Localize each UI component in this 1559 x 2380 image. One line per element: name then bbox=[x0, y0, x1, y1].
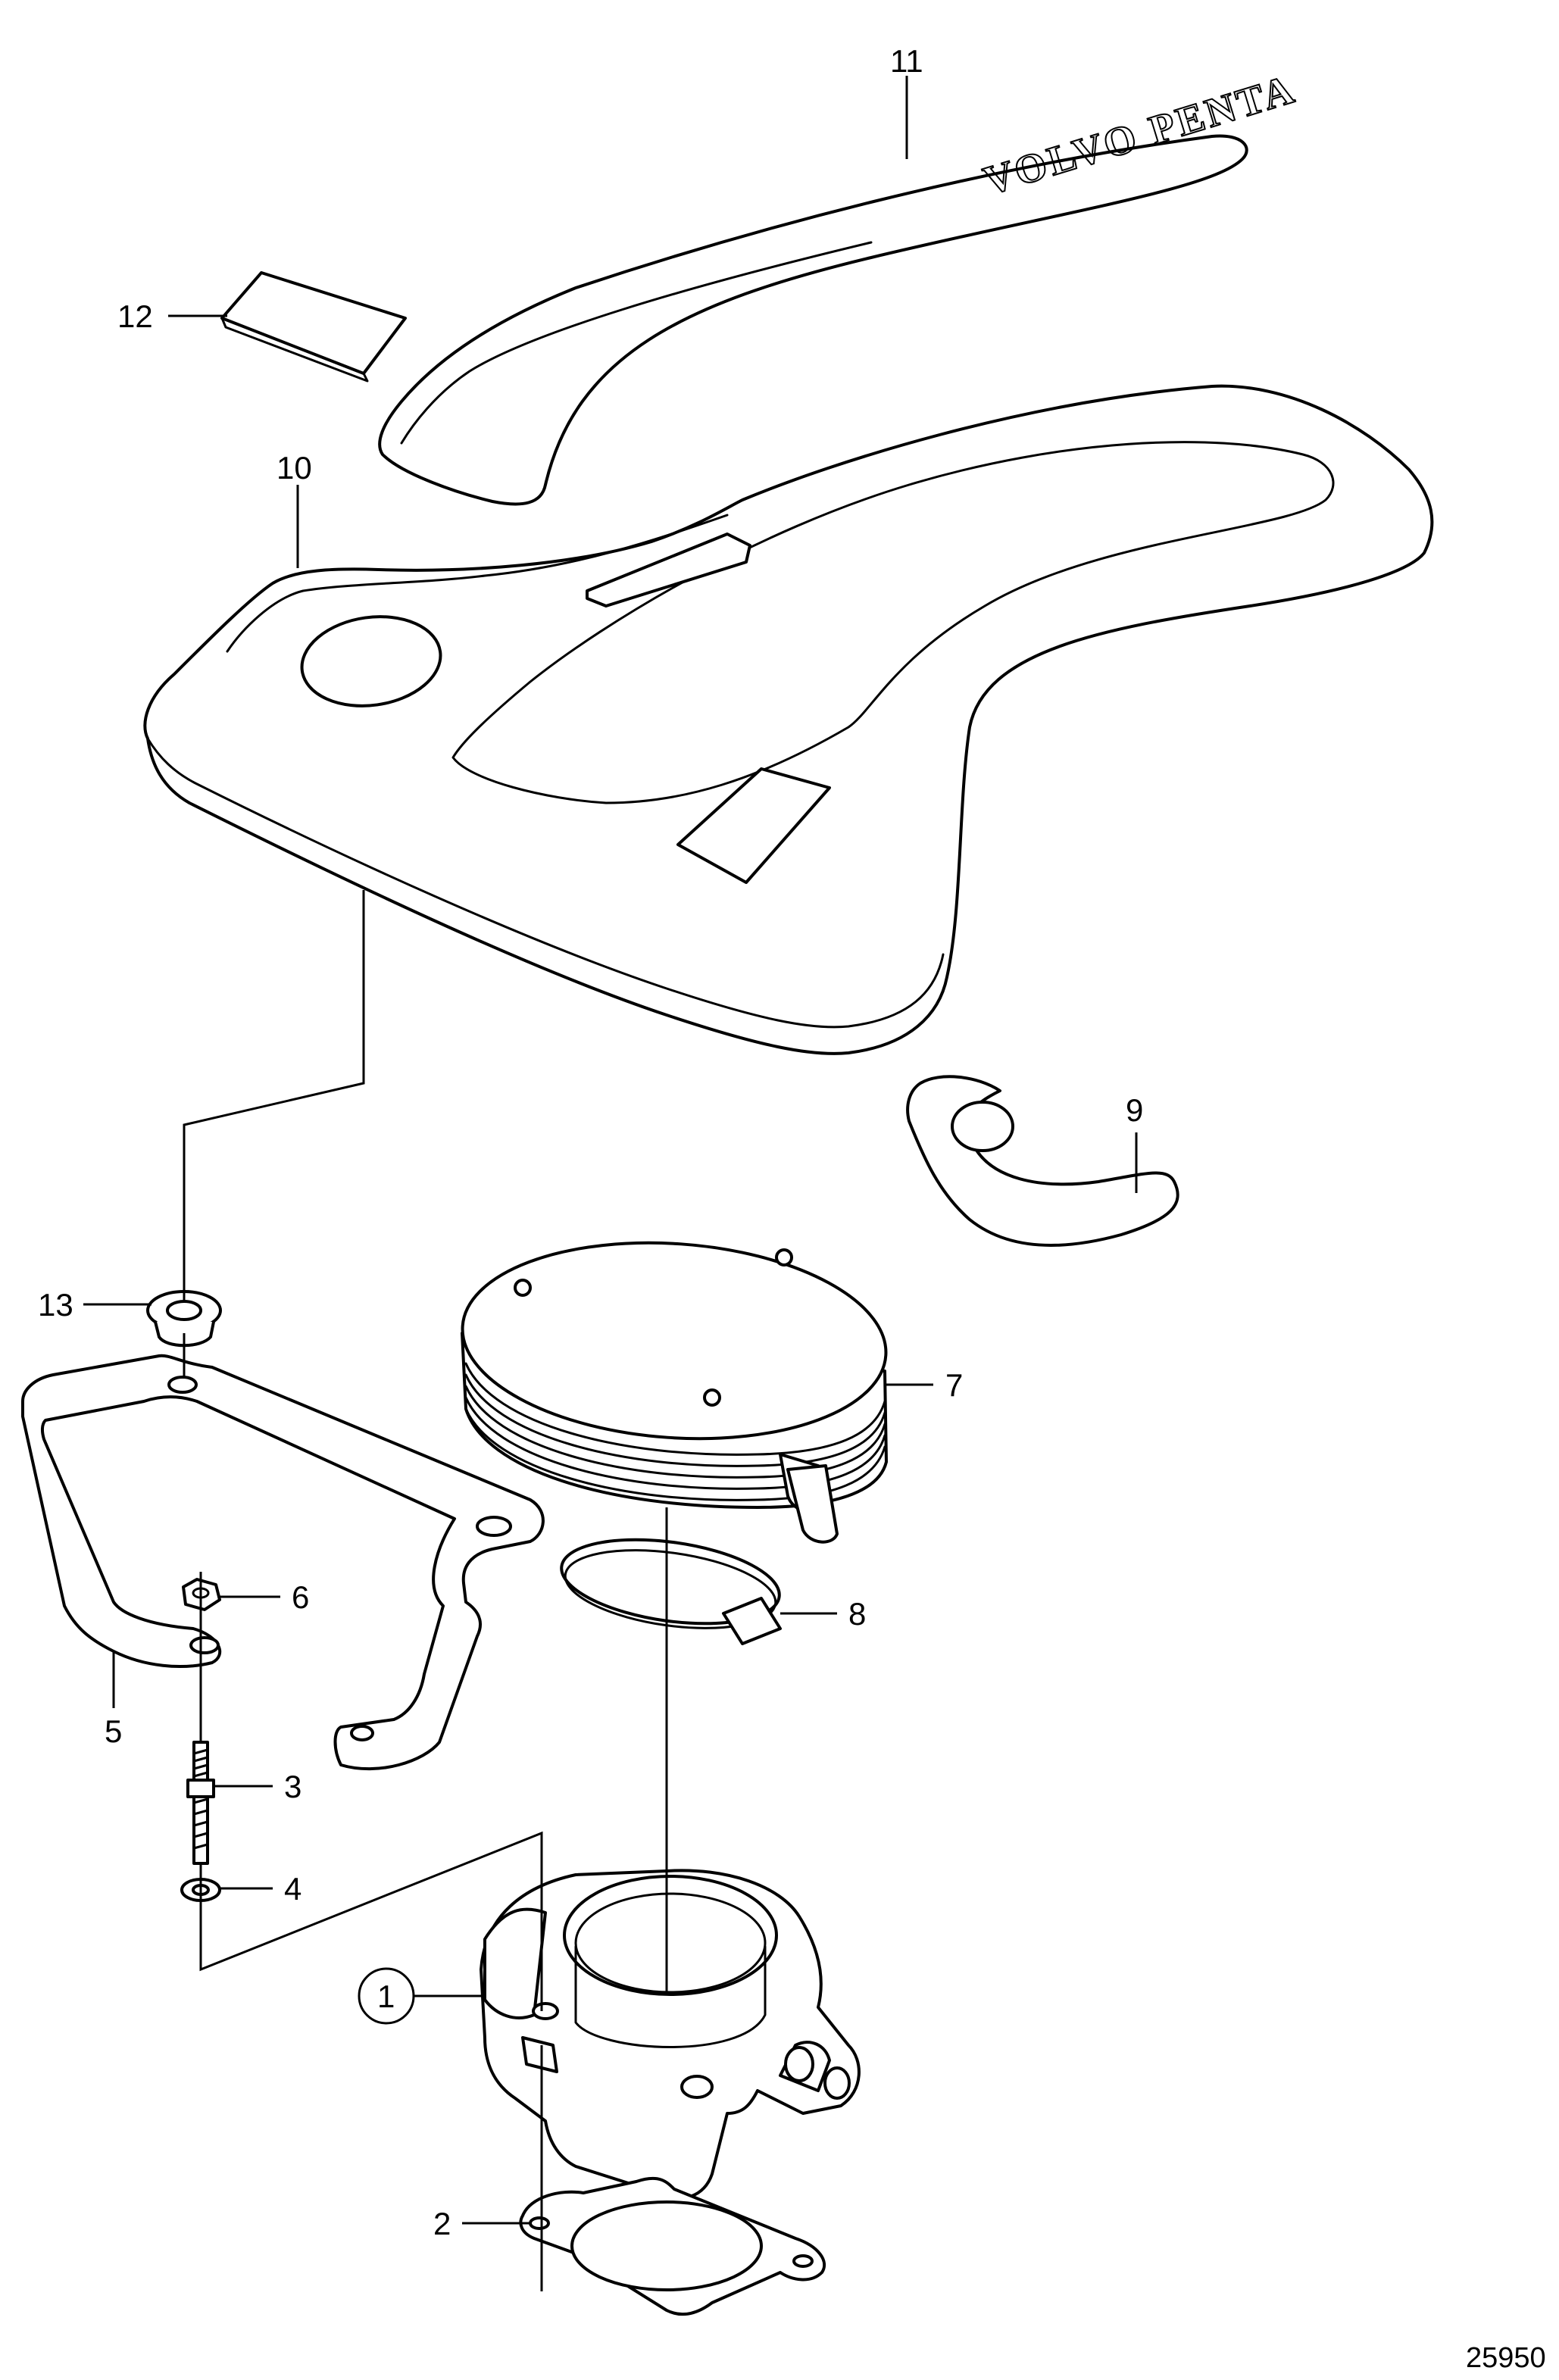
callout-12: 12 bbox=[117, 298, 153, 334]
callouts: 11 12 10 9 13 7 6 8 5 3 4 1 bbox=[38, 43, 1143, 2241]
callout-4: 4 bbox=[284, 1871, 301, 1907]
part-13-grommet bbox=[146, 1290, 222, 1348]
part-5-bracket bbox=[21, 1354, 545, 1771]
figure-number: 25950 bbox=[1466, 2342, 1546, 2374]
part-3-stud bbox=[186, 1741, 215, 1865]
callout-6: 6 bbox=[292, 1579, 309, 1615]
assembly-lines bbox=[183, 890, 668, 2291]
part-8-clamp bbox=[560, 1538, 782, 1645]
callout-8: 8 bbox=[848, 1596, 866, 1632]
part-9-hose bbox=[906, 1075, 1179, 1247]
callout-1: 1 bbox=[377, 1979, 395, 2014]
part-2-gasket bbox=[519, 2176, 826, 2316]
part-7-filter bbox=[461, 1241, 888, 1544]
callout-10: 10 bbox=[276, 450, 312, 486]
callout-5: 5 bbox=[105, 1713, 122, 1749]
part-12-pad bbox=[220, 271, 407, 383]
callout-2: 2 bbox=[433, 2206, 451, 2241]
part-10-engine-cover bbox=[143, 384, 1434, 1055]
callout-13: 13 bbox=[38, 1287, 73, 1323]
callout-9: 9 bbox=[1126, 1092, 1143, 1128]
part-1-throttle-body bbox=[480, 1869, 861, 2200]
callout-7: 7 bbox=[945, 1367, 963, 1403]
callout-11: 11 bbox=[890, 43, 923, 79]
callout-3: 3 bbox=[284, 1769, 301, 1804]
